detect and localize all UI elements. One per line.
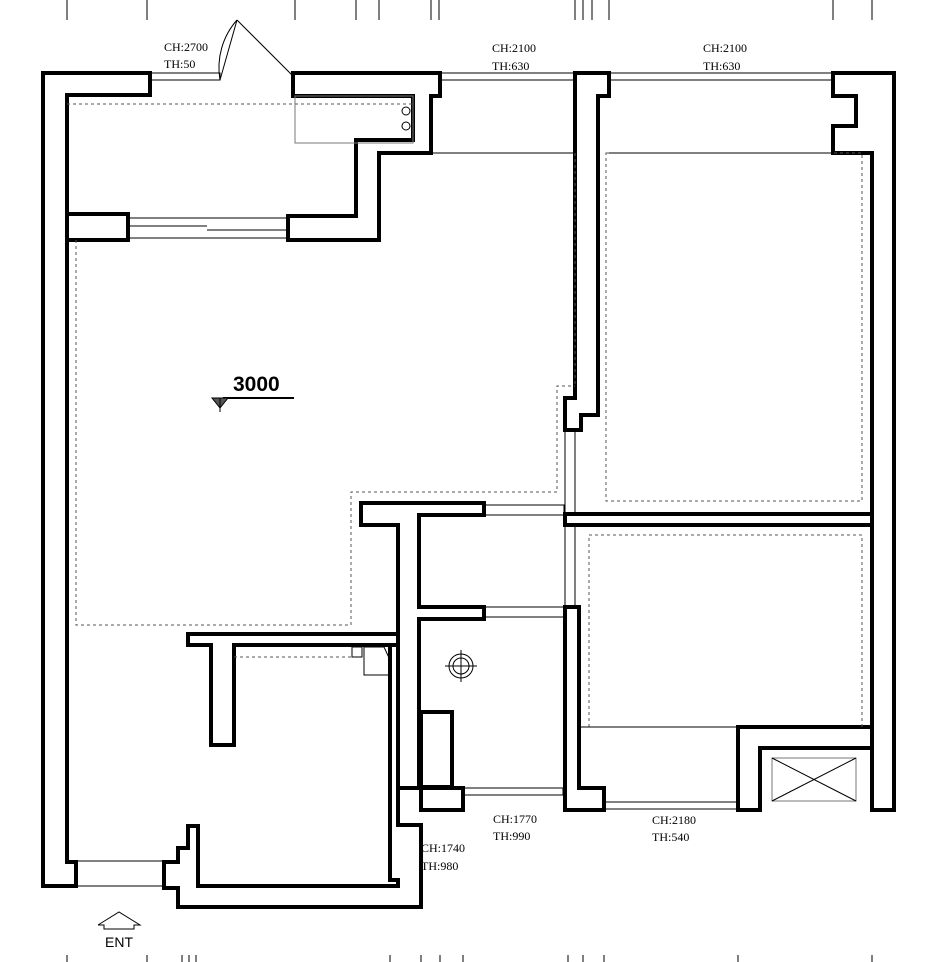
window-top-left bbox=[149, 72, 221, 81]
openings bbox=[75, 72, 834, 887]
opening-ch: CH:2100 bbox=[703, 41, 747, 55]
opening-th: TH:630 bbox=[703, 59, 740, 73]
window-top-right bbox=[609, 72, 834, 81]
opening-th: TH:630 bbox=[492, 59, 529, 73]
door-frame-corridor-1 bbox=[483, 504, 565, 516]
vent-shaft-icon bbox=[771, 757, 857, 802]
door-swing-icon bbox=[218, 19, 296, 81]
opening-annotations: CH:2700 TH:50 CH:2100 TH:630 CH:2100 TH:… bbox=[164, 40, 747, 873]
sink-icon bbox=[294, 95, 414, 144]
room-boundaries bbox=[67, 103, 863, 727]
fixture-icon bbox=[351, 646, 391, 676]
floor-drain-icon bbox=[445, 650, 477, 682]
door-frame-bedroom-2 bbox=[564, 429, 576, 515]
walls bbox=[41, 71, 896, 909]
opening-ch: CH:2700 bbox=[164, 40, 208, 54]
window-bottom-right bbox=[603, 801, 739, 810]
opening-th: TH:980 bbox=[421, 859, 458, 873]
entrance-label: ENT bbox=[105, 934, 133, 950]
opening-ch: CH:1770 bbox=[493, 812, 537, 826]
opening-entrance bbox=[75, 860, 165, 887]
opening-ch: CH:2180 bbox=[652, 813, 696, 827]
window-top-middle bbox=[439, 72, 576, 81]
top-dimension-ticks bbox=[66, 0, 873, 20]
door-frame-bedroom-3 bbox=[564, 524, 576, 608]
opening-th: TH:990 bbox=[493, 829, 530, 843]
level-value: 3000 bbox=[233, 373, 280, 396]
interior-lines bbox=[431, 152, 833, 728]
window-bottom-middle bbox=[462, 787, 564, 796]
opening-ch: CH:2100 bbox=[492, 41, 536, 55]
opening-ch: CH:1740 bbox=[421, 841, 465, 855]
entrance-marker: ENT bbox=[97, 911, 142, 950]
level-marker: 3000 bbox=[210, 373, 294, 412]
window-balcony-passage bbox=[127, 217, 289, 239]
door-frame-corridor-2 bbox=[483, 606, 569, 618]
opening-th: TH:50 bbox=[164, 57, 195, 71]
entrance-arrow-icon bbox=[97, 911, 142, 930]
opening-th: TH:540 bbox=[652, 830, 689, 844]
bottom-dimension-ticks bbox=[66, 955, 873, 962]
